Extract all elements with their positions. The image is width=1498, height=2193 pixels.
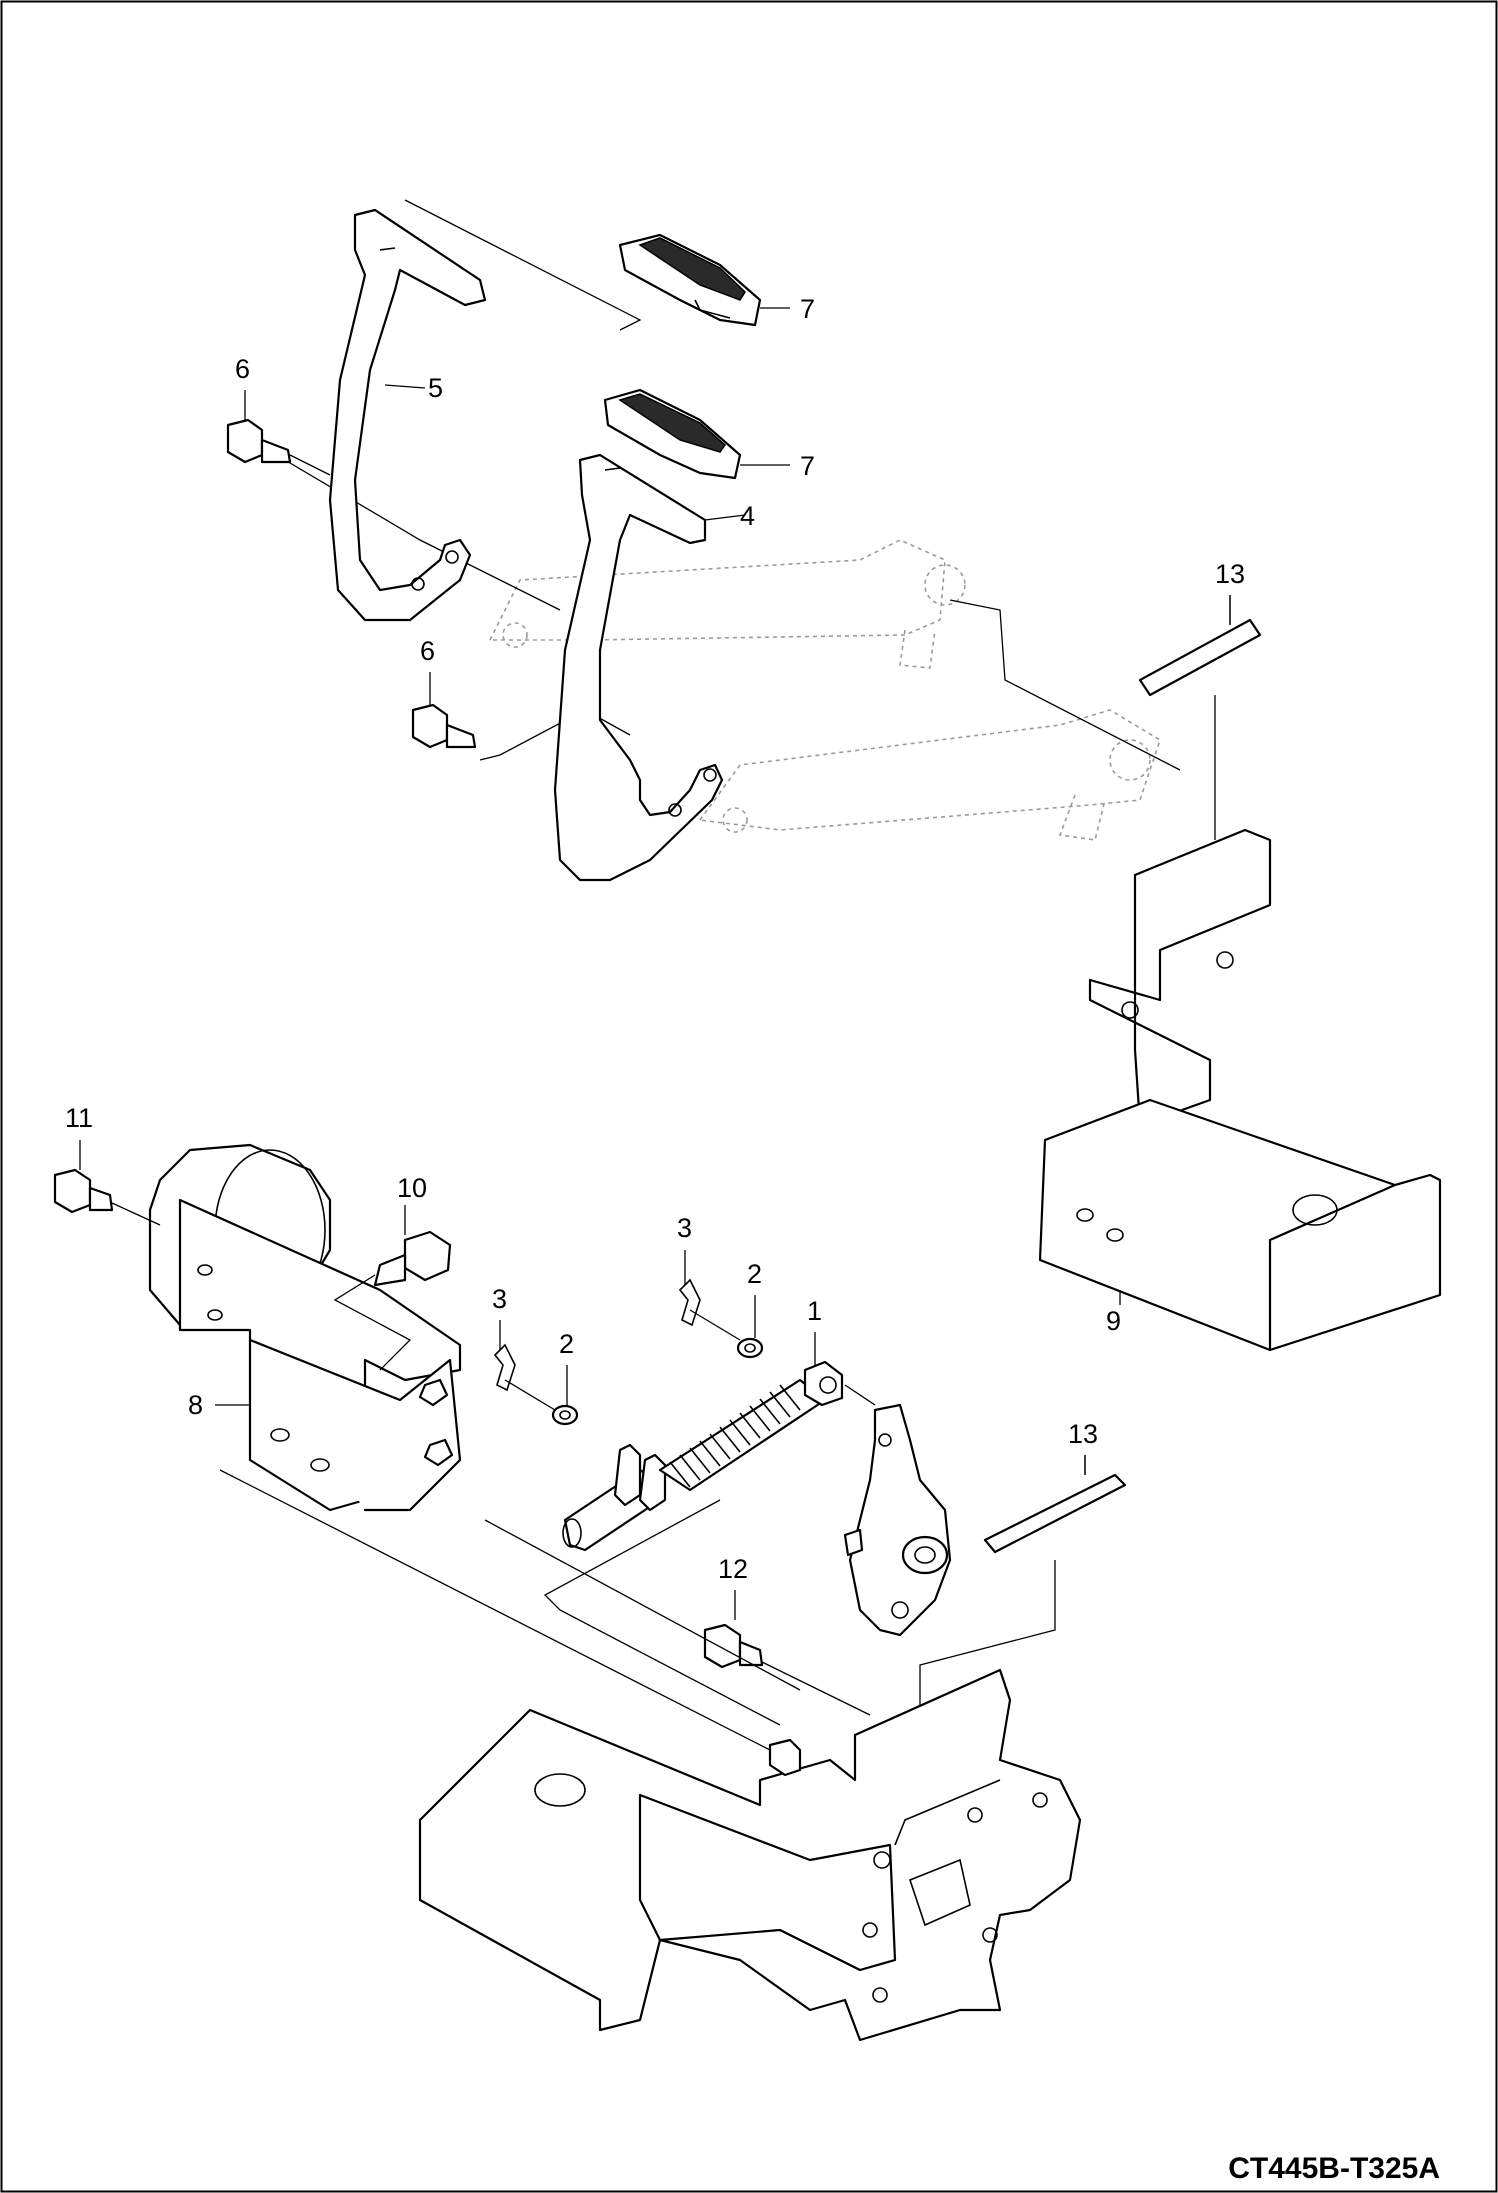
bolt-6-lower — [411, 703, 477, 749]
brake-pedal-arm-5 — [328, 208, 487, 622]
callout-12: 12 — [718, 1554, 748, 1584]
callout-3-left: 3 — [492, 1284, 507, 1314]
mounting-base-bracket — [418, 1668, 1082, 2042]
callout-labels: 7 7 4 5 6 6 13 13 9 8 11 10 3 3 2 2 1 12 — [65, 294, 1245, 1584]
clip-3-right — [678, 1278, 741, 1341]
callout-2-left: 2 — [559, 1329, 574, 1359]
reference-lines-upper — [284, 199, 1181, 771]
callout-6-upper: 6 — [235, 354, 250, 384]
callout-1: 1 — [807, 1296, 822, 1326]
callout-9: 10 — [397, 1173, 427, 1203]
callout-13-lower: 13 — [1068, 1419, 1098, 1449]
callout-8: 8 — [188, 1390, 203, 1420]
bolt-6-upper — [226, 418, 331, 476]
callout-7-lower: 7 — [800, 451, 815, 481]
washer-2-left — [551, 1404, 579, 1426]
reference-lines-lower — [219, 1469, 801, 1751]
callout-leaders — [79, 307, 1231, 1620]
callout-4: 4 — [740, 501, 755, 531]
callout-11: 9 — [1106, 1306, 1121, 1336]
callout-5: 5 — [428, 373, 443, 403]
callout-6-lower: 6 — [420, 636, 435, 666]
washer-2-right — [736, 1337, 764, 1359]
callout-2-right: 2 — [747, 1259, 762, 1289]
shim-13-upper — [1138, 595, 1262, 840]
clip-3-left — [493, 1343, 556, 1411]
pedal-pad-7-lower — [603, 388, 742, 480]
bolt-12 — [703, 1623, 871, 1716]
bolt-9 — [333, 1230, 452, 1371]
callout-10: 11 — [65, 1103, 93, 1133]
shim-13-lower — [919, 1455, 1127, 1710]
pedal-bracket-11 — [1038, 828, 1442, 1352]
clutch-pedal-arm-4 — [553, 453, 724, 882]
pedal-pad-7-upper — [618, 233, 762, 327]
callout-7-upper: 7 — [800, 294, 815, 324]
callout-3-right: 3 — [677, 1213, 692, 1243]
bracket-8 — [178, 1198, 462, 1512]
callout-13-upper: 13 — [1215, 559, 1245, 589]
drawing-code: CT445B-T325A — [1228, 2152, 1440, 2185]
bolt-10 — [53, 1168, 161, 1226]
ghost-pedal-linkage — [488, 539, 1161, 841]
pedal-lever-casting — [843, 1403, 952, 1637]
return-spring-assembly-1 — [562, 1360, 876, 1552]
